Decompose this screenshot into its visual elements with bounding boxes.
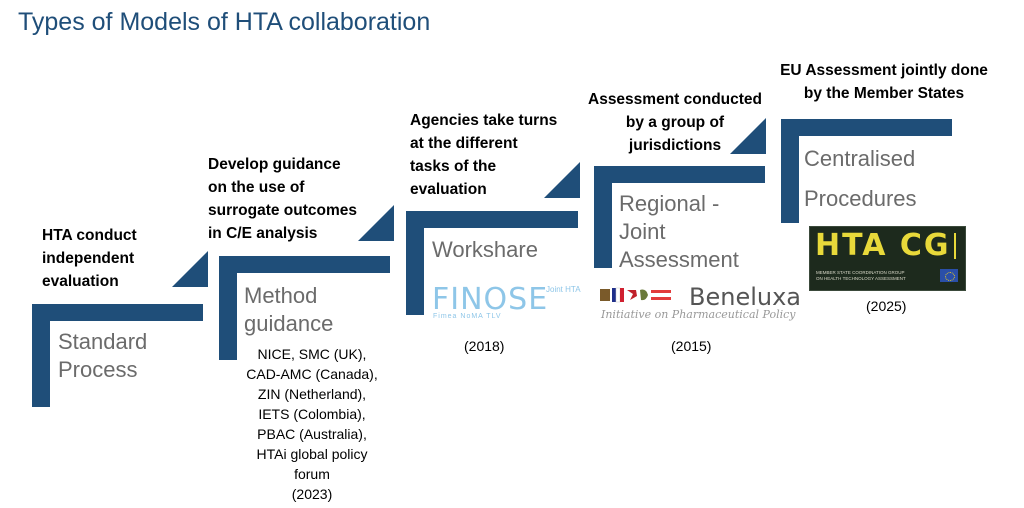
step-5-year: (2025) [866, 298, 907, 314]
step-2-organisations: NICE, SMC (UK), CAD-AMC (Canada), ZIN (N… [246, 346, 378, 502]
beneluxa-wordmark: Beneluxa [689, 283, 801, 311]
page-title: Types of Models of HTA collaboration [18, 8, 431, 36]
htacg-logo [809, 226, 966, 291]
step-1-bar-top [32, 304, 203, 321]
step-1-arrow [172, 251, 208, 287]
step-4-bar-top [594, 166, 765, 183]
step-4-arrow [730, 118, 766, 154]
finose-superscript: Joint HTA [546, 285, 581, 294]
beneluxa-subtitle: Initiative on Pharmaceutical Policy [601, 308, 796, 321]
htacg-wordmark: HTA CG [815, 228, 951, 263]
step-4-bar-left [594, 166, 612, 268]
step-3-bar-left [406, 211, 424, 315]
step-3-caption: Agencies take turns at the different tas… [410, 112, 558, 198]
step-2-arrow [358, 205, 394, 241]
step-5-label: Centralised Procedures [804, 146, 917, 211]
step-2-bar-top [219, 256, 390, 273]
step-3-label: Workshare [432, 237, 538, 262]
step-2-bar-left [219, 256, 237, 360]
step-1-label: Standard Process [58, 329, 148, 382]
step-1-bar-left [32, 304, 50, 407]
step-5-bar-left [781, 119, 799, 223]
step-3-year: (2018) [464, 338, 505, 354]
htacg-subtitle: MEMBER STATE COORDINATION GROUP ON HEALT… [816, 270, 906, 281]
step-2-caption: Develop guidance on the use of surrogate… [208, 156, 358, 242]
step-4-label: Regional - Joint Assessment [619, 191, 739, 272]
step-3-bar-top [406, 211, 578, 228]
finose-agencies: Fimea NoMA TLV [433, 313, 502, 320]
finose-wordmark: FINOSE [432, 282, 549, 317]
step-5-bar-top [781, 119, 952, 136]
country-flags-icon [600, 287, 671, 303]
step-1-caption: HTA conduct independent evaluation [42, 227, 137, 290]
step-5-caption: EU Assessment jointly done by the Member… [780, 62, 988, 102]
step-4-year: (2015) [671, 338, 712, 354]
step-2-label: Method guidance [244, 283, 334, 336]
htacg-divider [954, 233, 956, 259]
step-4-caption: Assessment conducted by a group of juris… [588, 91, 762, 154]
eu-flag-icon [940, 269, 958, 282]
step-3-arrow [544, 162, 580, 198]
